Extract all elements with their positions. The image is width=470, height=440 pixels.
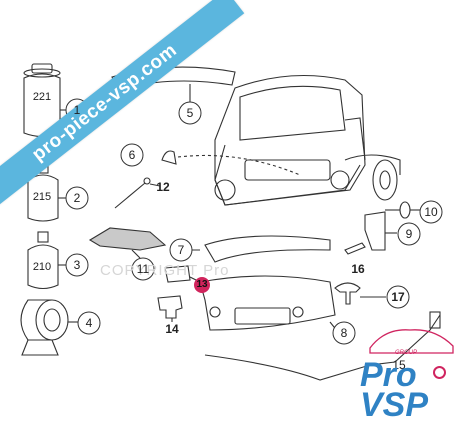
bottle-215-label: 215 bbox=[32, 191, 52, 203]
logo-dot-icon bbox=[433, 366, 446, 379]
callout-7: 7 bbox=[177, 243, 185, 257]
callout-15: 15 bbox=[392, 358, 406, 372]
callout-4: 4 bbox=[85, 316, 93, 330]
part-15-cable-icon bbox=[204, 311, 441, 381]
part-7-front-panel-icon bbox=[170, 235, 331, 263]
callout-10: 10 bbox=[424, 205, 438, 219]
callout-8: 8 bbox=[340, 326, 348, 340]
logo-tagline: GROUP bbox=[395, 350, 418, 356]
callout-17: 17 bbox=[391, 290, 405, 304]
part-6-clip-icon bbox=[161, 150, 301, 176]
car-outline-icon bbox=[369, 329, 454, 354]
callout-5: 5 bbox=[186, 106, 194, 120]
part-4-tape-roll-icon bbox=[20, 299, 78, 356]
callout-16: 16 bbox=[351, 262, 365, 276]
callout-1: 1 bbox=[73, 103, 81, 117]
brand-logo: GROUP Pro VSP bbox=[355, 318, 455, 428]
logo-word-pro: Pro bbox=[360, 356, 417, 394]
callout-2: 2 bbox=[73, 191, 81, 205]
part-11-mesh-grille-icon bbox=[88, 227, 167, 259]
part-12-screw-icon bbox=[114, 177, 161, 209]
callout-13: 13 bbox=[194, 277, 210, 293]
part-17-push-rivet-icon bbox=[334, 282, 386, 305]
callout-14: 14 bbox=[165, 322, 179, 336]
part-8-bumper-icon bbox=[199, 275, 339, 333]
callout-12: 12 bbox=[156, 180, 170, 194]
logo-word-vsp: VSP bbox=[360, 386, 429, 424]
copyright-watermark: COPYRIGHT Pro bbox=[100, 262, 230, 279]
callout-11: 11 bbox=[136, 262, 150, 276]
bottle-210-label: 210 bbox=[32, 261, 52, 273]
vehicle-body-icon bbox=[214, 74, 401, 206]
callout-circles bbox=[65, 98, 443, 345]
part-10-plug-icon bbox=[385, 201, 420, 219]
callout-6: 6 bbox=[128, 148, 136, 162]
part-9-bracket-icon bbox=[364, 211, 397, 251]
callout-3: 3 bbox=[73, 258, 81, 272]
part-16-clip-icon bbox=[344, 242, 366, 255]
part-14-bracket-icon bbox=[157, 295, 183, 322]
bottle-221-label: 221 bbox=[32, 91, 52, 103]
callout-9: 9 bbox=[405, 227, 413, 241]
